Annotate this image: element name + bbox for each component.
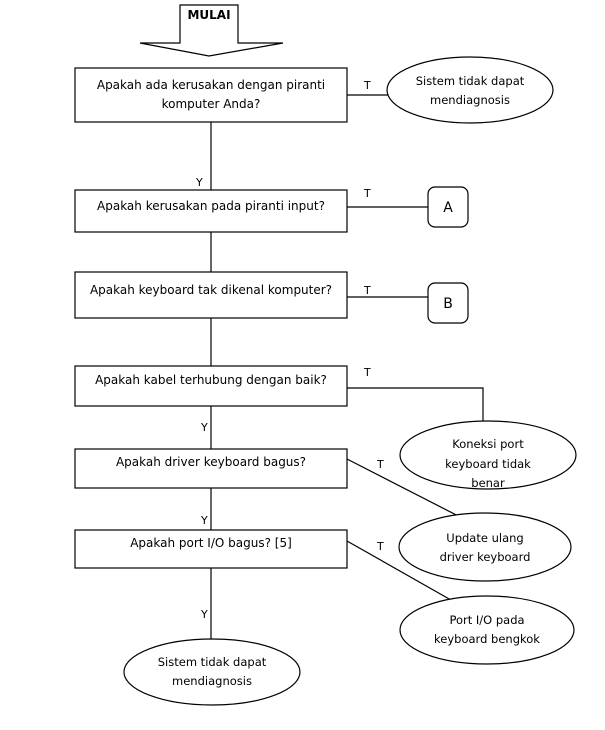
outcome-text: keyboard tidak	[445, 457, 531, 471]
yes-label: Y	[195, 176, 203, 189]
yes-label: Y	[200, 421, 208, 434]
decision-text: Apakah kabel terhubung dengan baik?	[95, 373, 327, 387]
decision-text: Apakah kerusakan pada piranti input?	[97, 199, 325, 213]
no-label: T	[363, 79, 371, 92]
outcome-ellipse: Port I/O pada keyboard bengkok	[399, 595, 575, 665]
decision-box: Apakah kabel terhubung dengan baik?	[74, 365, 348, 407]
decision-box: Apakah ada kerusakan dengan piranti komp…	[74, 67, 348, 123]
outcome-text: driver keyboard	[440, 550, 531, 564]
outcome-ellipse: Sistem tidak dapat mendiagnosis	[386, 56, 554, 124]
yes-label: Y	[200, 514, 208, 527]
outcome-text: Sistem tidak dapat	[416, 74, 525, 88]
outcome-text: Sistem tidak dapat	[158, 655, 267, 669]
decision-box: Apakah kerusakan pada piranti input?	[74, 189, 348, 233]
connector-b: B	[427, 282, 469, 324]
decision-text: Apakah ada kerusakan dengan piranti	[97, 78, 325, 92]
connector-line	[347, 387, 484, 422]
outcome-text: Koneksi port	[452, 437, 524, 451]
outcome-text: Port I/O pada	[449, 613, 524, 627]
outcome-text: benar	[471, 476, 505, 490]
no-label: T	[363, 284, 371, 297]
no-label: T	[363, 366, 371, 379]
outcome-text: mendiagnosis	[172, 674, 252, 688]
connector-line	[346, 458, 471, 523]
decision-text: Apakah driver keyboard bagus?	[116, 455, 306, 469]
outcome-ellipse: Sistem tidak dapat mendiagnosis	[123, 638, 301, 706]
decision-box: Apakah keyboard tak dikenal komputer?	[74, 271, 348, 319]
outcome-text: keyboard bengkok	[434, 632, 540, 646]
no-label: T	[376, 540, 384, 553]
decision-text: komputer Anda?	[162, 97, 261, 111]
decision-text: Apakah keyboard tak dikenal komputer?	[90, 283, 332, 297]
connector-label: B	[443, 296, 453, 312]
decision-box: Apakah driver keyboard bagus?	[74, 448, 348, 489]
start-label: MULAI	[187, 8, 230, 22]
connector-a: A	[427, 186, 469, 228]
start-arrow: MULAI	[139, 4, 284, 57]
outcome-ellipse: Update ulang driver keyboard	[398, 512, 572, 582]
decision-text: Apakah port I/O bagus? [5]	[130, 536, 292, 550]
connector-label: A	[443, 200, 453, 216]
decision-box: Apakah port I/O bagus? [5]	[74, 529, 348, 569]
connector-line	[346, 540, 459, 605]
outcome-text: Update ulang	[446, 531, 523, 545]
outcome-ellipse: Koneksi port keyboard tidak benar	[399, 420, 577, 490]
no-label: T	[376, 458, 384, 471]
yes-label: Y	[200, 608, 208, 621]
outcome-text: mendiagnosis	[430, 93, 510, 107]
no-label: T	[363, 187, 371, 200]
